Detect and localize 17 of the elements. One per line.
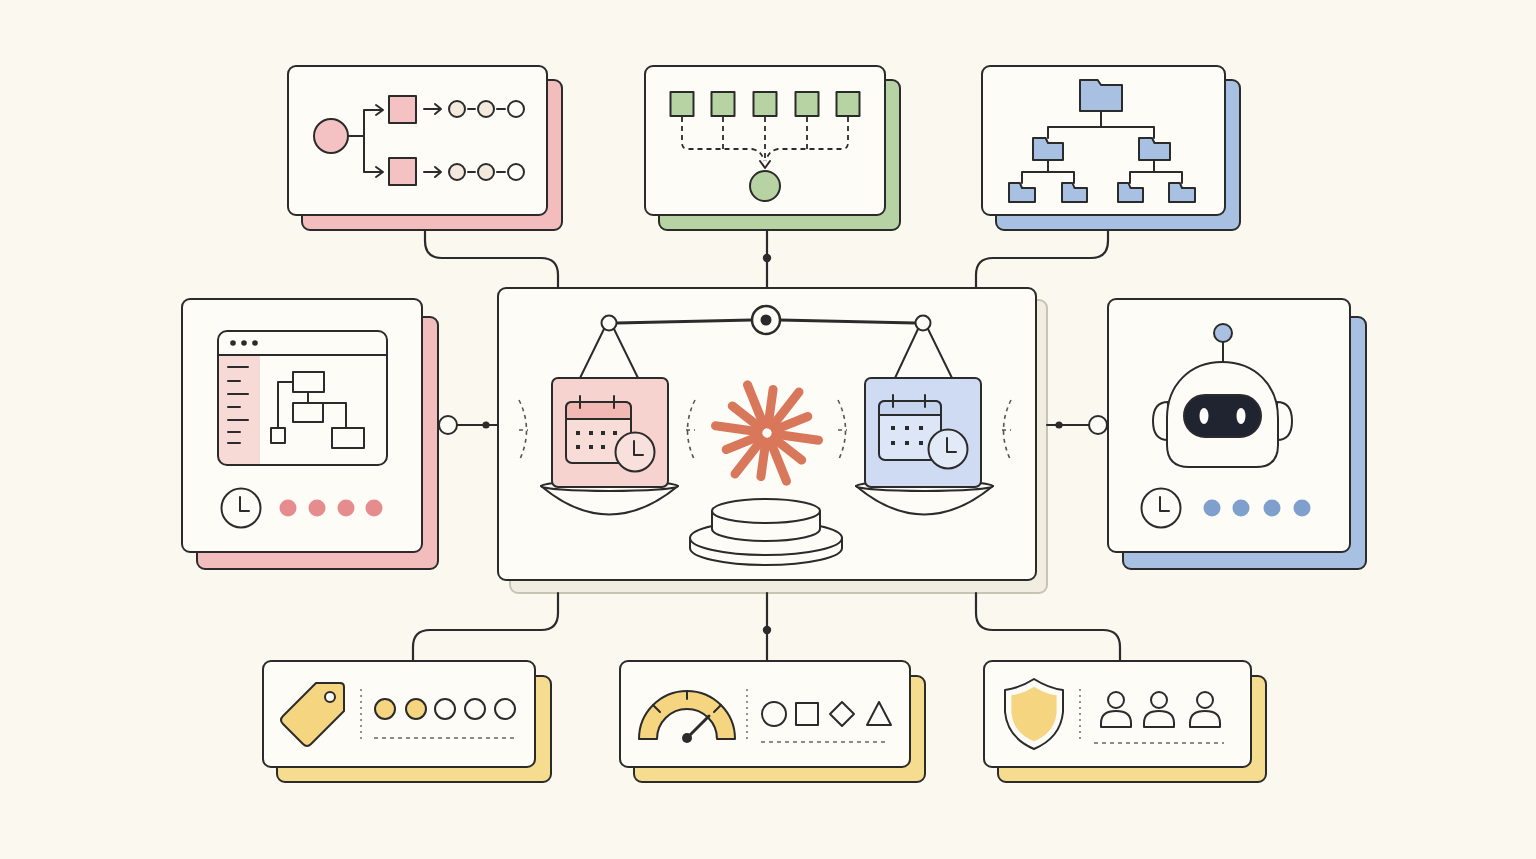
- connector-line: [765, 591, 769, 663]
- card: [181, 298, 439, 570]
- connector-line: [411, 591, 560, 663]
- connector-line: [974, 591, 1122, 663]
- connector-line: [1045, 415, 1110, 435]
- card: [983, 660, 1267, 783]
- card: [644, 65, 901, 231]
- connector-line: [765, 228, 769, 290]
- card: [262, 660, 552, 783]
- card: [619, 660, 926, 783]
- connector-line: [423, 228, 560, 290]
- card: [981, 65, 1241, 231]
- card: [497, 287, 1048, 594]
- connector-line: [974, 228, 1110, 290]
- connector-line: [436, 415, 500, 435]
- card: [287, 65, 563, 231]
- card: [1107, 298, 1367, 570]
